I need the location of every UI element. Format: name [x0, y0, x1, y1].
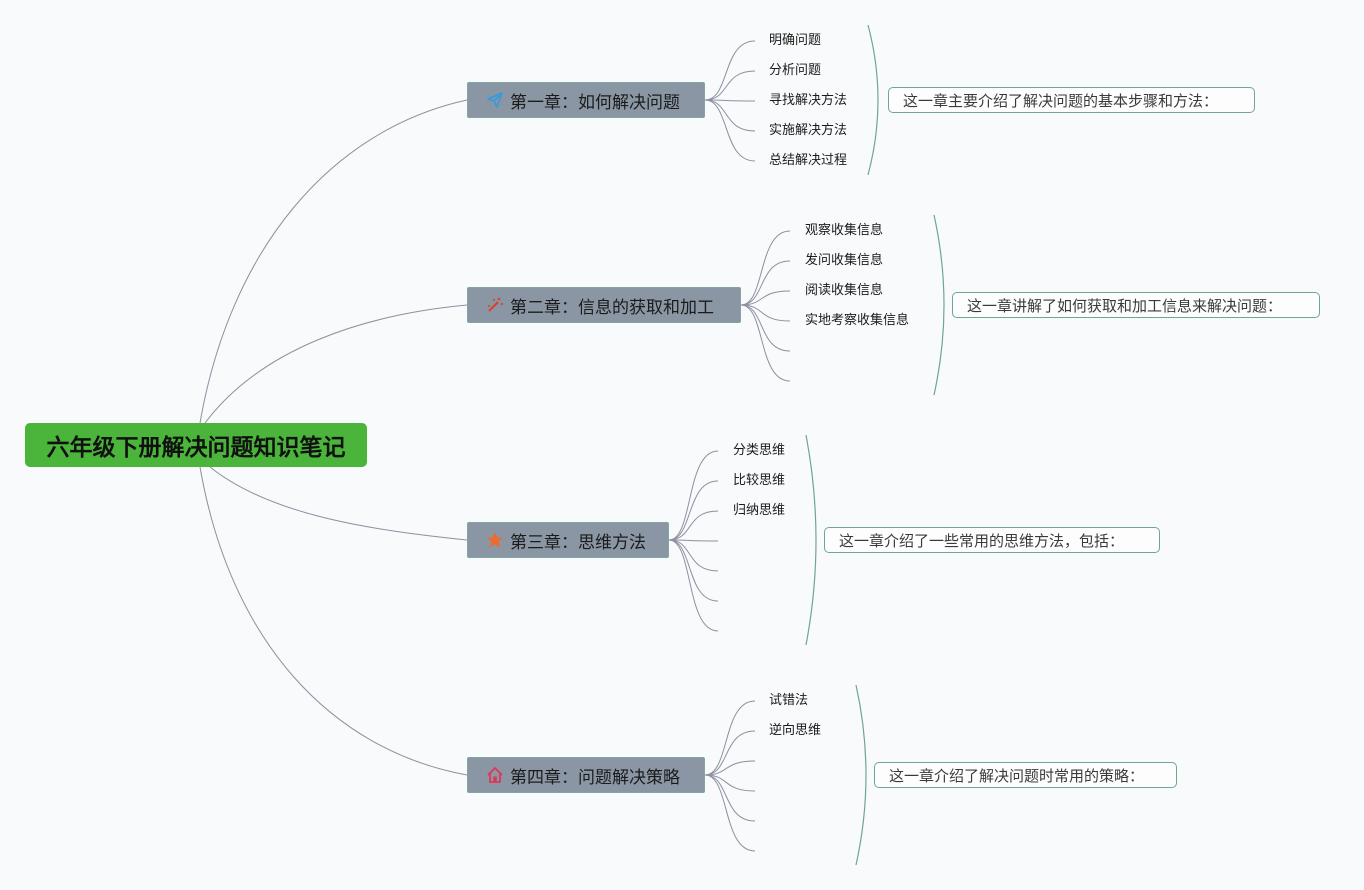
summary-box-1[interactable]: 这一章主要介绍了解决问题的基本步骤和方法： [888, 87, 1255, 113]
leaf-link [704, 700, 756, 776]
chapter-title: 第四章：问题解决策略 [510, 767, 680, 788]
leaf-item[interactable]: 分析问题 [769, 63, 822, 78]
home-icon [486, 766, 504, 784]
summary-text: 这一章讲解了如何获取和加工信息来解决问题： [967, 296, 1283, 315]
leaf-item[interactable]: 试错法 [769, 693, 809, 708]
chapter-node-4[interactable]: 第四章：问题解决策略 [467, 757, 705, 793]
leaf-link [704, 774, 756, 822]
leaf-item[interactable]: 寻找解决方法 [769, 93, 848, 108]
leaf-link [704, 70, 756, 101]
leaf-link [740, 304, 791, 352]
leaf-link [704, 99, 756, 162]
leaf-link [704, 99, 756, 132]
leaf-link [704, 730, 756, 776]
leaf-item[interactable]: 实地考察收集信息 [805, 313, 910, 328]
leaf-item[interactable]: 归纳思维 [733, 503, 786, 518]
leaf-item[interactable]: 观察收集信息 [805, 223, 884, 238]
summary-bracket [867, 24, 879, 176]
chapter-node-2[interactable]: 第二章：信息的获取和加工 [467, 287, 741, 323]
leaf-link [704, 760, 756, 776]
root-link [209, 466, 468, 541]
leaf-item[interactable]: 发问收集信息 [805, 253, 884, 268]
leaf-link [668, 480, 719, 541]
chapter-node-3[interactable]: 第三章：思维方法 [467, 522, 669, 558]
leaf-link [740, 304, 791, 322]
chapter-title: 第二章：信息的获取和加工 [510, 297, 714, 318]
leaf-link [704, 774, 756, 792]
leaf-item[interactable]: 实施解决方法 [769, 123, 848, 138]
leaf-link [668, 450, 719, 541]
leaf-item[interactable]: 比较思维 [733, 473, 786, 488]
root-link [199, 99, 468, 424]
leaf-link [740, 304, 791, 382]
leaf-link [740, 230, 791, 306]
leaf-link [668, 539, 719, 632]
summary-box-2[interactable]: 这一章讲解了如何获取和加工信息来解决问题： [952, 292, 1320, 318]
leaf-link [704, 774, 756, 852]
leaf-item[interactable]: 明确问题 [769, 33, 822, 48]
chapter-title: 第一章：如何解决问题 [510, 92, 680, 113]
root-node[interactable]: 六年级下册解决问题知识笔记 [25, 423, 367, 467]
magic-wand-icon [486, 296, 504, 314]
paper-plane-icon [486, 91, 504, 109]
leaf-link [704, 40, 756, 101]
leaf-item[interactable]: 逆向思维 [769, 723, 822, 738]
root-title: 六年级下册解决问题知识笔记 [46, 435, 346, 461]
leaf-item[interactable]: 阅读收集信息 [805, 283, 884, 298]
leaf-item[interactable]: 分类思维 [733, 443, 786, 458]
summary-text: 这一章介绍了解决问题时常用的策略： [889, 766, 1145, 785]
summary-text: 这一章主要介绍了解决问题的基本步骤和方法： [903, 91, 1219, 110]
leaf-link [668, 539, 719, 542]
leaf-item[interactable]: 总结解决过程 [769, 153, 848, 168]
summary-box-4[interactable]: 这一章介绍了解决问题时常用的策略： [874, 762, 1177, 788]
summary-box-3[interactable]: 这一章介绍了一些常用的思维方法，包括： [824, 527, 1160, 553]
summary-bracket [805, 434, 817, 646]
root-link [199, 466, 468, 776]
star-icon [486, 531, 504, 549]
leaf-link [704, 99, 756, 102]
summary-text: 这一章介绍了一些常用的思维方法，包括： [839, 531, 1125, 550]
root-link [204, 304, 468, 424]
leaf-link [668, 539, 719, 602]
chapter-node-1[interactable]: 第一章：如何解决问题 [467, 82, 705, 118]
leaf-link [740, 290, 791, 306]
leaf-link [668, 510, 719, 541]
chapter-title: 第三章：思维方法 [510, 532, 646, 553]
leaf-link [668, 539, 719, 572]
summary-bracket [855, 684, 867, 866]
summary-bracket [933, 214, 945, 396]
leaf-link [740, 260, 791, 306]
